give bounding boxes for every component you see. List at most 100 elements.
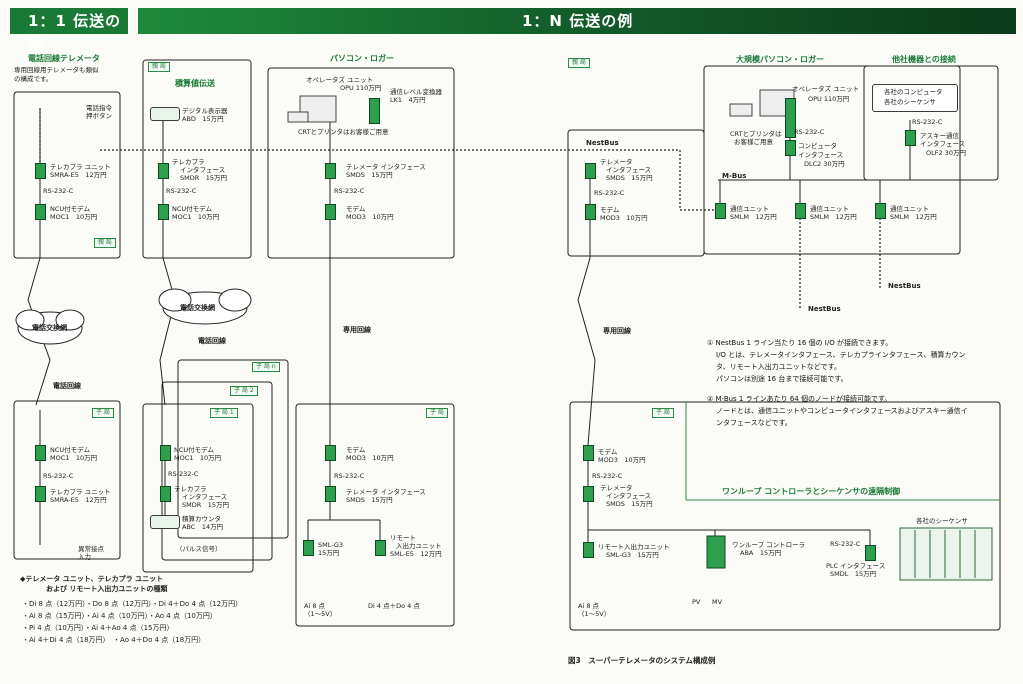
tag-oya: 親 局 <box>94 238 116 248</box>
cloud-panel1 <box>15 309 85 345</box>
tag-ko: 子 局 <box>92 408 114 418</box>
units-heading2: および リモート入出力ユニットの種類 <box>46 585 168 593</box>
note1-line4: パソコンは別途 16 台まで接続可能です。 <box>716 375 848 383</box>
line-label: 専用回線 <box>343 326 371 334</box>
tele-if-name2: インタフェース <box>606 166 652 174</box>
rem-name2: 入出力ユニット <box>396 542 442 550</box>
child-modem-name: NCU付モデム <box>174 446 215 454</box>
display-name: デジタル表示器 <box>182 107 228 115</box>
child-if-name: テレカプラ <box>174 485 207 493</box>
line-label: 専用回線 <box>603 327 631 335</box>
module-icon <box>583 486 594 502</box>
module-icon <box>583 542 594 558</box>
child-modem-model: MOD3 10万円 <box>598 456 646 464</box>
module-icon <box>905 130 916 146</box>
dido-label: Di 4 点＋Do 4 点 <box>368 602 420 610</box>
left-header-band: 1：1 伝送の例 <box>10 8 128 56</box>
other-devices-title: 他社機器との接続 <box>892 55 956 64</box>
module-icon <box>160 445 171 461</box>
units-heading: ◆テレメータ ユニット、テレカプラ ユニット <box>20 575 164 583</box>
rem-model: SML-E5 12万円 <box>390 550 442 558</box>
oneloop-name: ワンループ コントローラ <box>732 541 806 549</box>
child-unit-name: テレカプラ ユニット <box>50 488 111 496</box>
comm-unit-model: SMLM 12万円 <box>810 213 857 221</box>
plc-if-name: PLC インタフェース <box>826 562 886 570</box>
sml-name: SML-G3 <box>318 541 343 549</box>
child-if-model: SMDR 15万円 <box>182 501 230 509</box>
panel1-child-box <box>13 400 121 560</box>
counter-name: 積算カウンタ <box>182 515 221 523</box>
comp-if-model: DLC2 30万円 <box>804 160 845 168</box>
child-modem-model: MOC1 10万円 <box>174 454 222 462</box>
comp-if-name2: インタフェース <box>798 151 844 159</box>
ops-name: オペレータズ ユニット <box>306 76 374 84</box>
oneloop-body <box>706 535 726 569</box>
module-icon <box>785 140 796 156</box>
rs232-label: RS-232-C <box>912 118 943 126</box>
plc-if-model: SMDL 15万円 <box>830 570 877 578</box>
tag-ko1: 子 局 1 <box>210 408 238 418</box>
sequencer-rack <box>899 527 993 581</box>
panel3-master-box <box>267 67 455 259</box>
network-label: 電話交換網 <box>32 324 67 332</box>
counter-icon <box>150 515 180 529</box>
units-row: ・Di 8 点（12万円）・Do 8 点（12万円）・Di 4＋Do 4 点（1… <box>22 600 243 608</box>
pv-label: PV <box>692 598 701 606</box>
child-modem-model: MOC1 10万円 <box>50 454 98 462</box>
module-icon <box>369 98 380 124</box>
note1-line1: ① NestBus 1 ライン当たり 16 個の I/O が接続できます。 <box>707 339 893 347</box>
cloud-panel2 <box>158 288 252 325</box>
panel2-master-box <box>142 59 252 259</box>
callout-line2: 押ボタン <box>86 112 112 120</box>
module-icon <box>325 204 336 220</box>
sequencer-label: 各社のシーケンサ <box>916 517 968 525</box>
note1-line2: I/O とは、テレメータインタフェース、テレカプラインタフェース、積算カウン <box>716 351 966 359</box>
other-computer: 各社のコンピュータ <box>884 88 943 96</box>
callout-line1: 電話指令 <box>86 104 112 112</box>
child-modem-name: モデム <box>598 448 618 456</box>
module-icon <box>35 204 46 220</box>
unit1-model: SMRA-E5 12万円 <box>50 171 107 179</box>
child-if-model: SMDS 15万円 <box>346 496 393 504</box>
comm-unit-model: SMLM 12万円 <box>730 213 777 221</box>
unit1-name: テレカプラ ユニット <box>50 163 111 171</box>
ascii-model: OLF2 30万円 <box>926 149 966 157</box>
modem-name: モデム <box>346 205 366 213</box>
contact-label1: 異常接点 <box>78 545 104 553</box>
tag-ko: 子 局 <box>426 408 448 418</box>
ai-label: Ai 8 点 <box>304 602 326 610</box>
note2-line1: ② M-Bus 1 ラインあたり 64 個のノードが接続可能です。 <box>707 395 892 403</box>
child-if-name2: インタフェース <box>606 492 652 500</box>
module-icon <box>160 486 171 502</box>
panel1-desc1: 専用回線用テレメータも類似 <box>14 66 99 74</box>
child-modem-model: MOD3 10万円 <box>346 454 394 462</box>
right-header-title: 1：N 伝送の例 <box>522 12 634 30</box>
tag-oya: 親 局 <box>568 58 590 68</box>
child-if-model: SMDS 15万円 <box>606 500 653 508</box>
panel1-title: 電話回線テレメータ <box>28 54 100 63</box>
ai-range: （1〜5V） <box>304 610 337 618</box>
if-model: SMDR 15万円 <box>180 174 228 182</box>
ctrl-title: ワンループ コントローラとシーケンサの遠隔制御 <box>722 487 901 496</box>
tele-if-name: テレメータ <box>600 158 633 166</box>
right-child-box <box>569 401 1001 631</box>
module-icon <box>325 163 336 179</box>
contact-label2: 入力 <box>78 553 91 561</box>
other-computer-box <box>872 84 958 112</box>
rs232-label: RS-232-C <box>794 128 825 136</box>
line-label: 電話回線 <box>53 382 81 390</box>
module-icon <box>375 540 386 556</box>
pulse-label: （パルス信号） <box>176 545 222 553</box>
modem-model: MOC1 10万円 <box>172 213 220 221</box>
comm-unit-model: SMLM 12万円 <box>890 213 937 221</box>
large-logger-title: 大規模パソコン・ロガー <box>736 55 824 64</box>
note2-line3: ンタフェースなどです。 <box>716 419 792 427</box>
rem-name: リモート <box>390 534 416 542</box>
module-icon <box>585 204 596 220</box>
display-model: ABD 15万円 <box>182 115 224 123</box>
comp-if-name: コンピュータ <box>798 142 837 150</box>
panel2-child-n-box <box>177 359 289 539</box>
rs232-label: RS-232-C <box>592 472 623 480</box>
module-icon <box>785 98 796 138</box>
